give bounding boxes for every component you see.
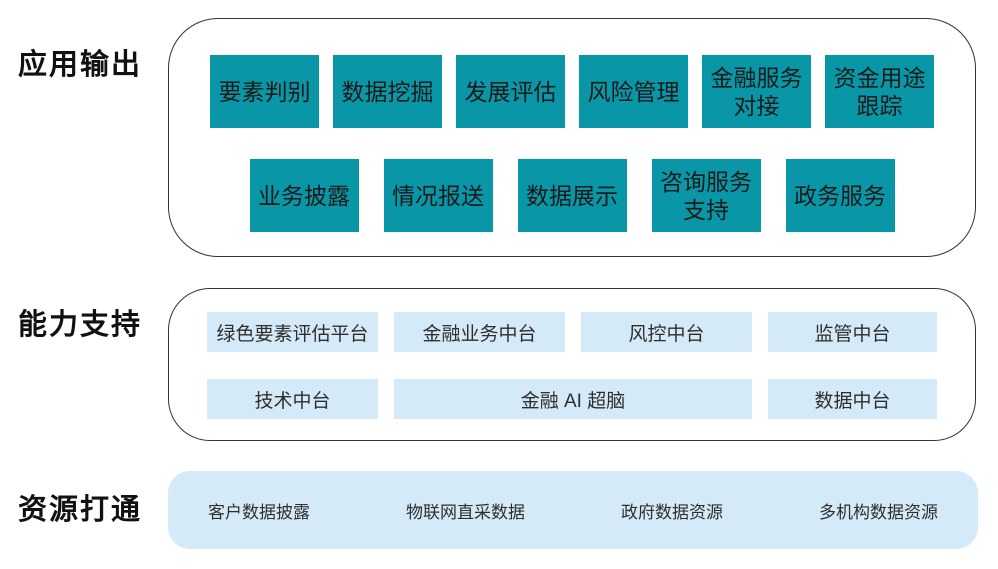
app-output-box: 资金用途 跟踪	[825, 55, 934, 128]
app-output-box: 政务服务	[785, 159, 895, 232]
resource-item: 政府数据资源	[621, 502, 723, 522]
capability-box: 金融业务中台	[394, 312, 565, 352]
app-output-box: 数据挖掘	[333, 55, 442, 128]
capability-container: 绿色要素评估平台 金融业务中台 风控中台 监管中台 技术中台 金融 AI 超脑 …	[168, 288, 976, 441]
resource-item: 客户数据披露	[208, 502, 310, 522]
app-output-container: 要素判别 数据挖掘 发展评估 风险管理 金融服务 对接 资金用途 跟踪 业务披露…	[168, 18, 976, 257]
app-output-box: 要素判别	[210, 55, 319, 128]
app-output-box: 风险管理	[579, 55, 688, 128]
app-output-box: 金融服务 对接	[702, 55, 811, 128]
app-output-box: 咨询服务 支持	[651, 159, 761, 232]
app-output-row-2: 业务披露 情况报送 数据展示 咨询服务 支持 政务服务	[169, 159, 975, 232]
app-output-box: 情况报送	[383, 159, 493, 232]
resource-item: 物联网直采数据	[406, 502, 525, 522]
section-label-app-output: 应用输出	[18, 49, 143, 81]
capability-box: 技术中台	[207, 379, 378, 419]
capability-box-ai-brain: 金融 AI 超脑	[394, 379, 752, 419]
capability-row-2: 技术中台 金融 AI 超脑 数据中台	[169, 379, 975, 419]
app-output-row-1: 要素判别 数据挖掘 发展评估 风险管理 金融服务 对接 资金用途 跟踪	[169, 55, 975, 128]
capability-box: 风控中台	[581, 312, 752, 352]
capability-box: 数据中台	[768, 379, 937, 419]
capability-box: 绿色要素评估平台	[207, 312, 378, 352]
app-output-box: 数据展示	[517, 159, 627, 232]
capability-box: 监管中台	[768, 312, 937, 352]
app-output-box: 业务披露	[249, 159, 359, 232]
section-label-capability: 能力支持	[18, 309, 143, 341]
capability-row-1: 绿色要素评估平台 金融业务中台 风控中台 监管中台	[169, 312, 975, 352]
section-label-resources: 资源打通	[18, 494, 143, 526]
resources-band: 客户数据披露 物联网直采数据 政府数据资源 多机构数据资源	[168, 471, 978, 549]
resource-item: 多机构数据资源	[819, 502, 938, 522]
app-output-box: 发展评估	[456, 55, 565, 128]
